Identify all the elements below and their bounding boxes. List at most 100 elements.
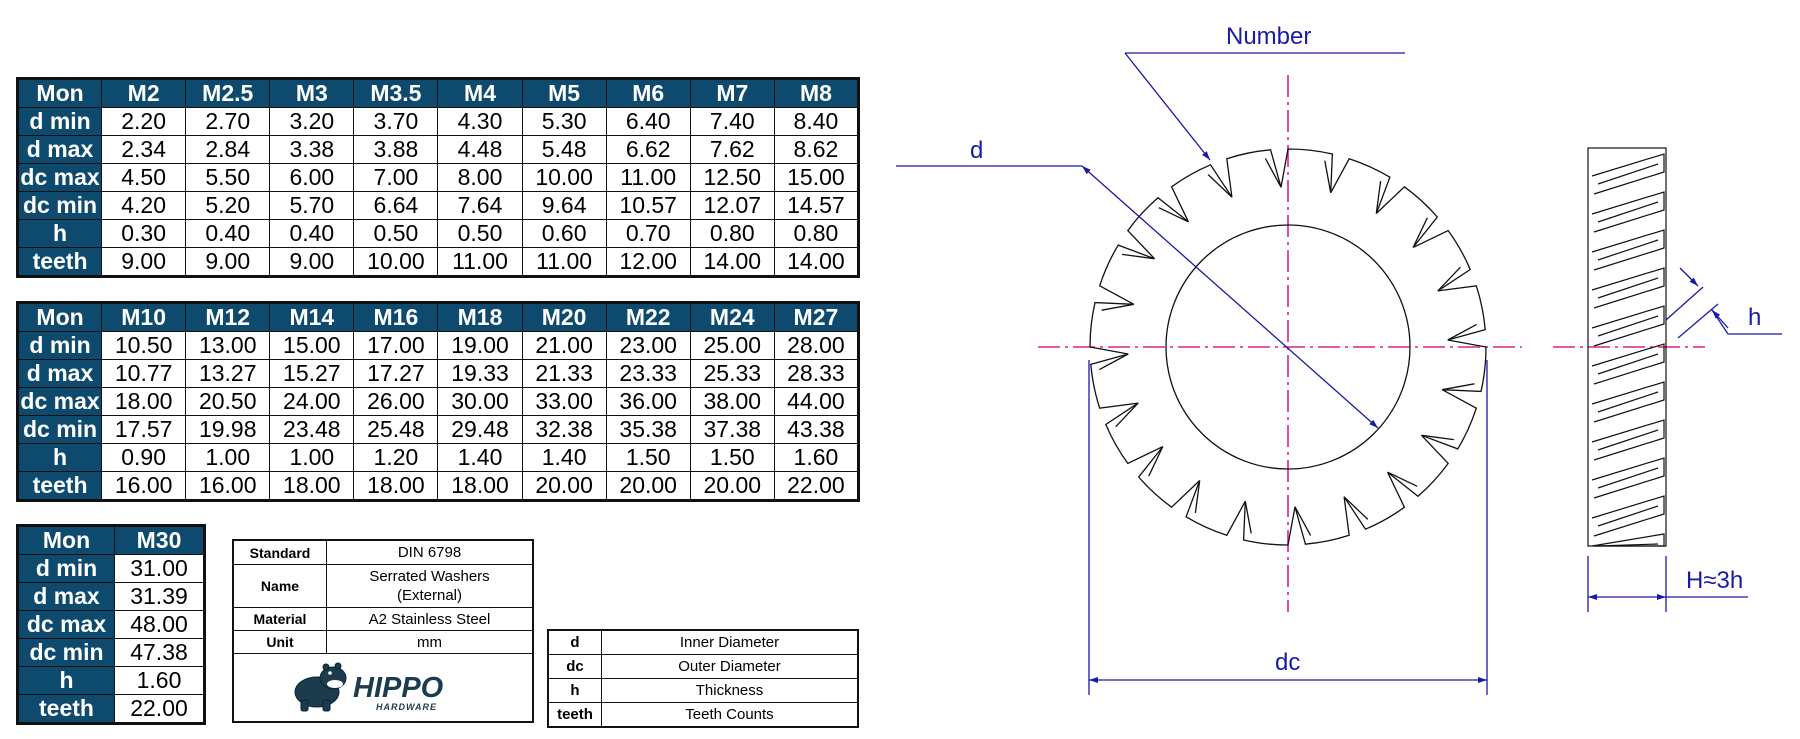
legend-key: dc xyxy=(547,654,602,679)
cell: 8.62 xyxy=(773,135,860,164)
legend-row: dc Outer Diameter xyxy=(547,654,859,679)
row-label: d max xyxy=(16,135,103,164)
side-tooth-edge xyxy=(1597,277,1659,299)
header-cell: M16 xyxy=(353,302,439,332)
cell: 15.27 xyxy=(269,359,355,388)
tooth-ridge xyxy=(1387,471,1418,487)
row-label: h xyxy=(16,219,103,248)
cell: 0.50 xyxy=(353,219,439,248)
cell: 10.77 xyxy=(101,359,187,388)
cell: 37.38 xyxy=(689,415,775,444)
side-tooth-edge xyxy=(1597,353,1659,375)
row-label: d min xyxy=(16,331,103,360)
size-table-m10-m27: Mon M10 M12 M14 M16 M18 M20 M22 M24 M27 … xyxy=(16,301,860,502)
spec-label: Unit xyxy=(232,630,327,654)
side-tooth-edge xyxy=(1597,239,1659,261)
cell: 22.00 xyxy=(114,694,205,724)
tooth-ridge xyxy=(1324,160,1332,193)
legend-desc: Inner Diameter xyxy=(601,629,859,655)
side-tooth-edge xyxy=(1597,315,1659,337)
cell: 11.00 xyxy=(521,247,607,277)
tooth-ridge xyxy=(1148,446,1164,477)
spec-row: HIPPO HARDWARE xyxy=(232,653,534,723)
cell: 3.38 xyxy=(269,135,355,164)
tooth-ridge xyxy=(1442,383,1475,391)
cell: 8.00 xyxy=(437,163,523,192)
label-dc: dc xyxy=(1275,649,1300,676)
legend-key: teeth xyxy=(547,702,602,728)
header-cell: M2.5 xyxy=(185,78,271,108)
cell: 19.98 xyxy=(185,415,271,444)
cell: 11.00 xyxy=(437,247,523,277)
legend-table: d Inner Diameter dc Outer Diameter h Thi… xyxy=(547,629,859,728)
cell: 5.48 xyxy=(521,135,607,164)
cell: 25.33 xyxy=(689,359,775,388)
cell: 4.50 xyxy=(101,163,187,192)
side-tooth xyxy=(1591,381,1665,423)
side-twisted-teeth xyxy=(1591,153,1665,547)
cell: 6.64 xyxy=(353,191,439,220)
cell: 17.27 xyxy=(353,359,439,388)
cell: 21.33 xyxy=(521,359,607,388)
row-label: dc max xyxy=(16,163,103,192)
cell: 7.62 xyxy=(689,135,775,164)
header-cell: Mon xyxy=(16,78,103,108)
cell: 4.30 xyxy=(437,107,523,136)
cell: 6.40 xyxy=(605,107,691,136)
table-row: d max 10.77 13.27 15.27 17.27 19.33 21.3… xyxy=(16,359,860,388)
cell: 16.00 xyxy=(185,471,271,501)
cell: 0.80 xyxy=(773,219,860,248)
side-tooth xyxy=(1591,533,1665,547)
cell: 7.64 xyxy=(437,191,523,220)
header-cell: M14 xyxy=(269,302,355,332)
cell: 21.00 xyxy=(521,331,607,360)
cell: 13.27 xyxy=(185,359,271,388)
side-tooth-edge xyxy=(1597,505,1659,527)
tooth-ridge xyxy=(1412,217,1428,248)
cell: 20.50 xyxy=(185,387,271,416)
side-tooth xyxy=(1591,495,1665,537)
row-label: d max xyxy=(16,359,103,388)
h-arrow-top xyxy=(1679,267,1699,287)
cell: 38.00 xyxy=(689,387,775,416)
spec-row: Unit mm xyxy=(232,630,534,654)
table-row: teeth 22.00 xyxy=(17,694,205,724)
cell: 28.00 xyxy=(773,331,860,360)
tooth-ridge xyxy=(1194,480,1201,513)
legend-desc: Thickness xyxy=(601,678,859,703)
cell: 25.00 xyxy=(689,331,775,360)
cell: 18.00 xyxy=(353,471,439,501)
row-label: dc max xyxy=(16,387,103,416)
cell: 26.00 xyxy=(353,387,439,416)
cell: 14.00 xyxy=(689,247,775,277)
cell: 1.50 xyxy=(605,443,691,472)
header-cell: M22 xyxy=(605,302,691,332)
cell: 30.00 xyxy=(437,387,523,416)
cell: 16.00 xyxy=(101,471,187,501)
label-number: Number xyxy=(1226,23,1311,50)
table-row: d min 2.20 2.70 3.20 3.70 4.30 5.30 6.40… xyxy=(16,107,860,136)
label-H: H≈3h xyxy=(1686,567,1743,594)
cell: 12.07 xyxy=(689,191,775,220)
cell: 5.70 xyxy=(269,191,355,220)
cell: 9.00 xyxy=(269,247,355,277)
table-row: dc max 4.50 5.50 6.00 7.00 8.00 10.00 11… xyxy=(16,163,860,192)
side-tooth-edge xyxy=(1597,201,1659,223)
row-label: h xyxy=(16,443,103,472)
tooth-ridge xyxy=(1115,402,1139,428)
header-cell: M8 xyxy=(773,78,860,108)
header-cell: M20 xyxy=(521,302,607,332)
h-extension-2 xyxy=(1677,303,1719,339)
cell: 3.20 xyxy=(269,107,355,136)
cell: 9.64 xyxy=(521,191,607,220)
legend-row: d Inner Diameter xyxy=(547,629,859,655)
size-table-m30: Mon M30 d min 31.00 d max 31.39 dc max 4… xyxy=(16,524,206,725)
side-tooth xyxy=(1591,229,1665,271)
cell: 17.00 xyxy=(353,331,439,360)
cell: 23.48 xyxy=(269,415,355,444)
table-row: d max 31.39 xyxy=(17,582,205,611)
cell: 2.20 xyxy=(101,107,187,136)
table-row: h 1.60 xyxy=(17,666,205,695)
cell: 1.00 xyxy=(269,443,355,472)
cell: 0.30 xyxy=(101,219,187,248)
